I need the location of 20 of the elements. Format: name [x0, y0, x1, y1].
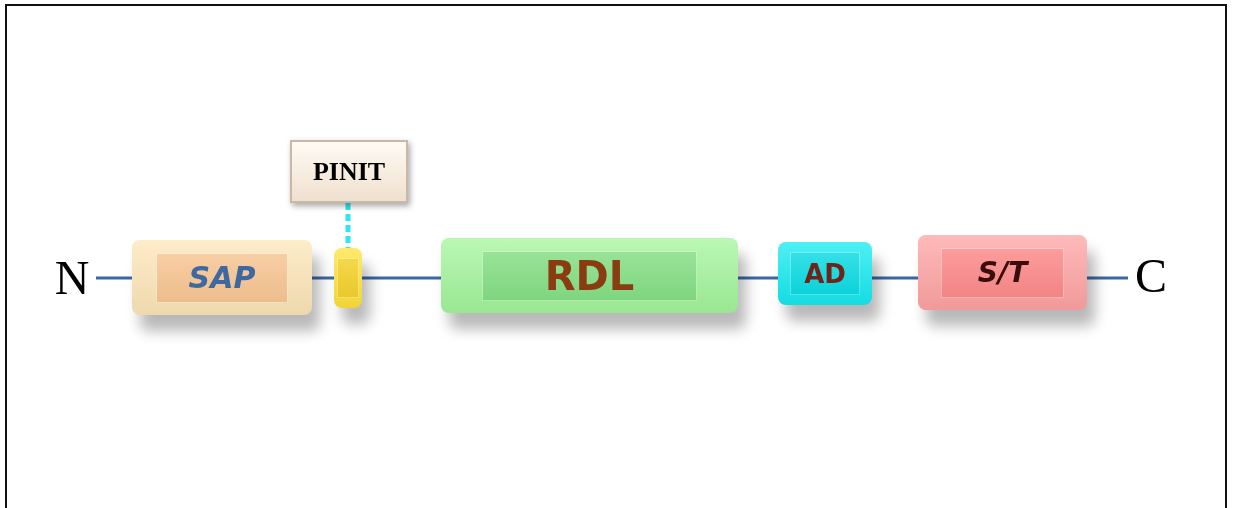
domain-label: S/T: [977, 256, 1028, 289]
domain-box: [778, 242, 872, 305]
backbone-line: [312, 276, 334, 280]
backbone-line: [872, 276, 918, 280]
terminus-label: C: [1128, 250, 1174, 302]
backbone-line: [96, 276, 132, 280]
site-label-box: [290, 140, 408, 203]
domain-box: [918, 235, 1087, 310]
domain-label: RDL: [544, 252, 635, 299]
dashed-connector: [345, 203, 351, 248]
backbone-line: [1087, 276, 1128, 280]
motif-box: [334, 248, 362, 308]
domain-box: [441, 238, 738, 313]
backbone-line: [362, 276, 441, 280]
domain-box: [132, 240, 312, 315]
site-label: PINIT: [312, 156, 386, 187]
backbone-line: [738, 276, 778, 280]
domain-label: AD: [804, 258, 846, 289]
terminus-label: N: [48, 252, 96, 304]
domain-label: SAP: [188, 260, 256, 295]
